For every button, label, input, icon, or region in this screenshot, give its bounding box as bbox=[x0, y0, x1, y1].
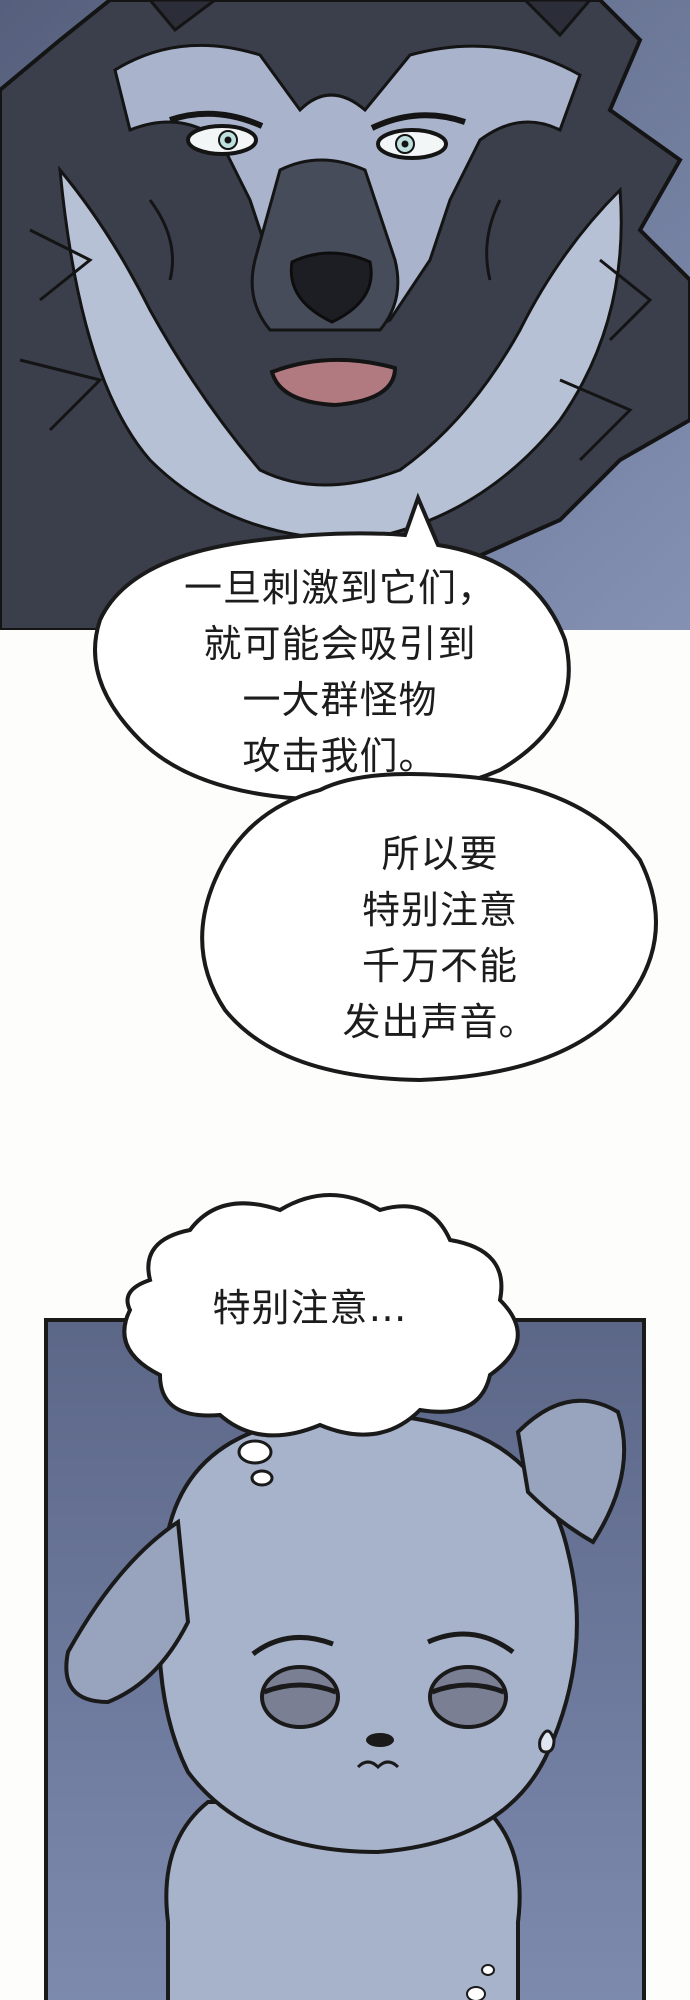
bubble-join bbox=[300, 782, 490, 815]
speech-2-line-3: 千万不能 bbox=[361, 944, 518, 988]
wolf-panel bbox=[0, 0, 690, 630]
wolf-right-pupil bbox=[401, 140, 409, 148]
speech-2-line-2: 特别注意 bbox=[361, 888, 518, 932]
wolf-right-brow bbox=[370, 112, 466, 131]
wolf-left-brow bbox=[169, 110, 264, 129]
sweat-drop-icon bbox=[538, 1729, 556, 1754]
dog-left-ear bbox=[64, 1518, 191, 1705]
speech-1-line-4: 攻击我们。 bbox=[242, 734, 438, 778]
thought-dot-medium bbox=[466, 1986, 486, 2000]
dog-right-eyelid bbox=[431, 1682, 505, 1695]
wolf-mouth bbox=[269, 357, 398, 408]
dog-illustration bbox=[48, 1322, 642, 2000]
speech-bubbles-graphic bbox=[93, 492, 658, 1083]
thought-trail-dot-2 bbox=[250, 1469, 274, 1487]
wolf-right-ear bbox=[522, 0, 592, 38]
thought-bubble-shape bbox=[122, 1193, 520, 1438]
speech-bubble-2-text: 所以要 特别注意 千万不能 发出声音。 bbox=[300, 826, 580, 1050]
thought-bubble-text: 特别注意… bbox=[160, 1280, 460, 1336]
speech-2-line-1: 所以要 bbox=[381, 832, 499, 876]
dog-right-brow bbox=[426, 1631, 515, 1655]
speech-1-line-2: 就可能会吸引到 bbox=[203, 622, 477, 666]
speech-bubble-1-shape bbox=[93, 492, 571, 803]
dog-left-brow bbox=[251, 1634, 334, 1656]
dog-left-eyelid bbox=[263, 1682, 337, 1695]
thought-bubble-graphic bbox=[122, 1193, 520, 1487]
dog-left-eye bbox=[260, 1665, 340, 1729]
dog-mouth bbox=[356, 1760, 400, 1770]
thought-line-1: 特别注意… bbox=[212, 1286, 408, 1330]
wolf-illustration bbox=[0, 0, 690, 630]
dog-right-eye bbox=[428, 1665, 508, 1729]
wolf-left-pupil bbox=[224, 136, 232, 144]
wolf-fur-strokes bbox=[19, 199, 653, 462]
speech-bubble-1-text: 一旦刺激到它们， 就可能会吸引到 一大群怪物 攻击我们。 bbox=[140, 560, 540, 784]
dog-nose bbox=[366, 1733, 394, 1747]
speech-bubble-2-shape bbox=[200, 772, 658, 1083]
dog-right-ear bbox=[515, 1398, 627, 1545]
speech-2-line-4: 发出声音。 bbox=[342, 1000, 538, 1044]
wolf-chest-fur bbox=[58, 165, 623, 542]
thought-trail-dot-1 bbox=[237, 1439, 273, 1465]
wolf-left-ear bbox=[148, 0, 218, 33]
speech-1-line-3: 一大群怪物 bbox=[242, 678, 438, 722]
wolf-nose bbox=[289, 251, 373, 324]
speech-1-line-1: 一旦刺激到它们， bbox=[183, 566, 496, 610]
thought-dot-small bbox=[481, 1964, 495, 1976]
